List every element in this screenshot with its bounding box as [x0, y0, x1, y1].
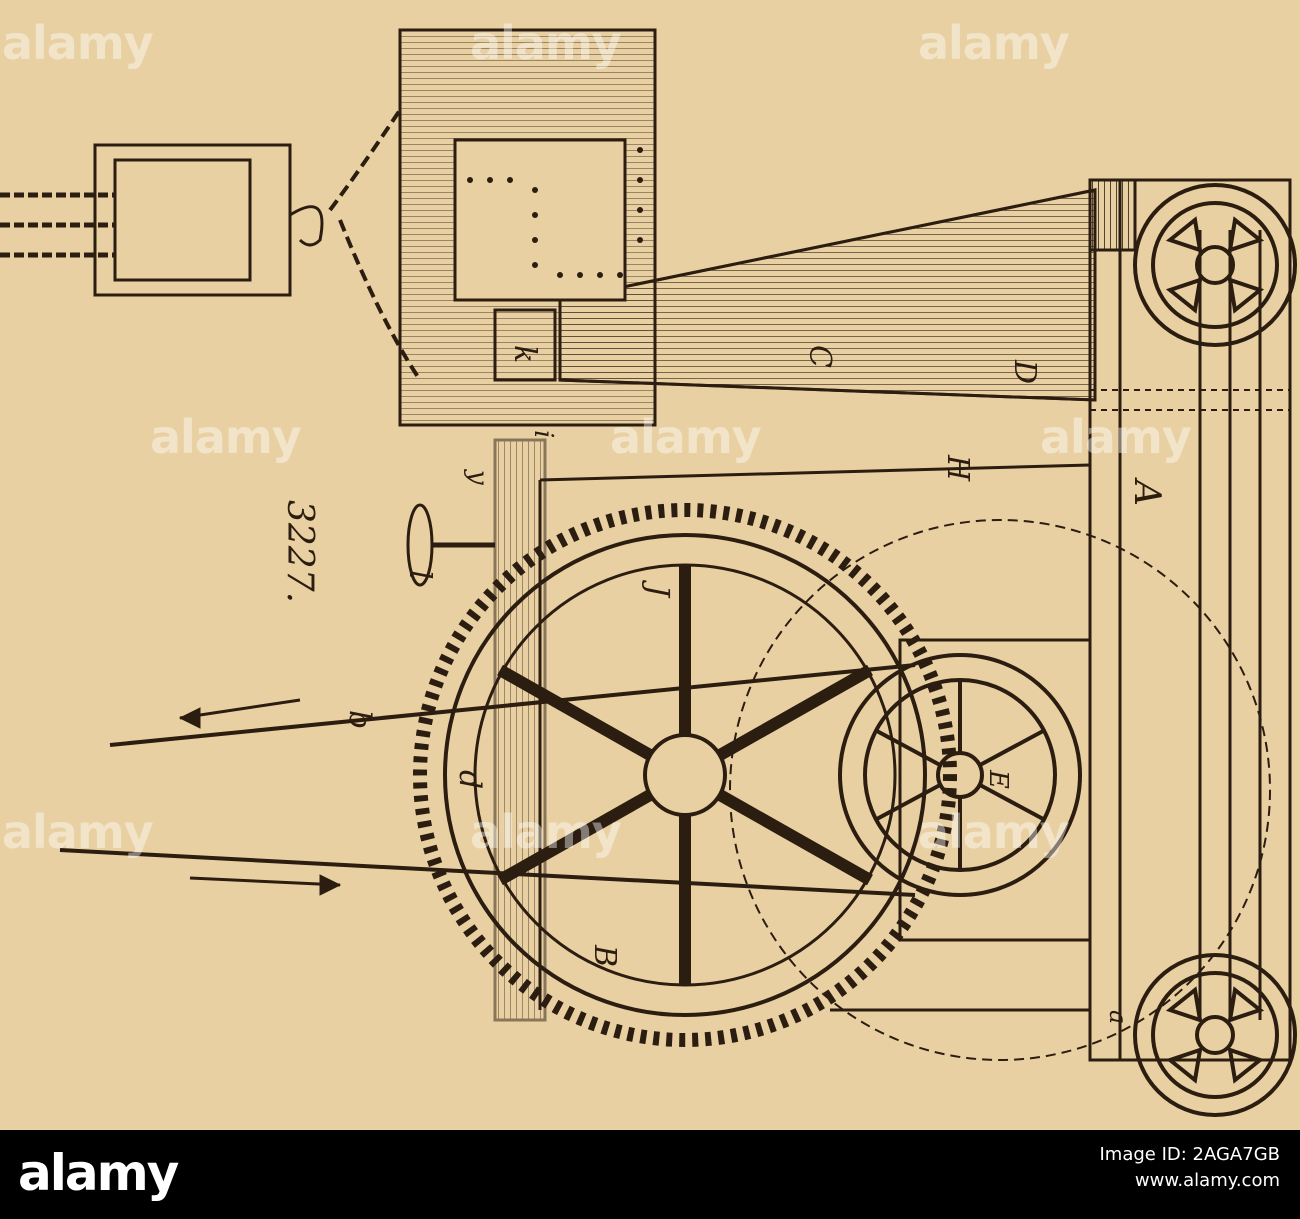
- label-e: E: [983, 769, 1013, 789]
- watermark: alamy: [470, 16, 622, 70]
- pulley-block: [0, 108, 422, 382]
- label-i: i: [528, 430, 558, 438]
- label-l: l: [402, 570, 437, 580]
- crane-engraving: 3227. A D C H k J E B b d l y i a: [0, 28, 1297, 1117]
- drum-vessel: [398, 28, 657, 427]
- label-d-lower: d: [452, 770, 487, 789]
- label-b-lower: b: [342, 710, 377, 729]
- belt-pulley: [838, 653, 1082, 897]
- watermark: alamy: [470, 805, 622, 859]
- base-frame: [1088, 178, 1292, 1062]
- label-b-upper: B: [587, 944, 622, 967]
- watermark: alamy: [150, 410, 302, 464]
- watermark: alamy: [918, 805, 1070, 859]
- image-id: Image ID: 2AGA7GB: [1099, 1144, 1280, 1165]
- image-info: Image ID: 2AGA7GB www.alamy.com: [1099, 1142, 1280, 1194]
- top-wheel: [1133, 183, 1297, 347]
- watermark: alamy: [2, 805, 154, 859]
- watermark: alamy: [610, 410, 762, 464]
- label-c: C: [802, 345, 837, 368]
- label-d: D: [1007, 359, 1042, 384]
- label-a-small: a: [1104, 1010, 1132, 1024]
- watermark: alamy: [2, 16, 154, 70]
- label-j: J: [640, 579, 675, 599]
- drive-belts: [59, 663, 916, 897]
- stock-footer-bar: alamy Image ID: 2AGA7GB www.alamy.com: [0, 1130, 1300, 1219]
- dashed-flywheel: [729, 519, 1271, 1061]
- bottom-wheel: [1133, 953, 1297, 1117]
- alamy-logo[interactable]: alamy: [18, 1144, 179, 1202]
- label-h: H: [940, 454, 975, 482]
- watermark: alamy: [918, 16, 1070, 70]
- label-y: y: [463, 469, 493, 485]
- watermark: alamy: [1040, 410, 1192, 464]
- label-k: k: [507, 345, 542, 363]
- figure-number: 3227.: [279, 500, 320, 603]
- site-url[interactable]: www.alamy.com: [1134, 1170, 1280, 1191]
- large-gear: [413, 503, 957, 1047]
- hand-wheel: [406, 503, 495, 587]
- label-a: A: [1126, 477, 1167, 506]
- engraving-plate: 3227. A D C H k J E B b d l y i a alamy …: [0, 16, 1297, 1117]
